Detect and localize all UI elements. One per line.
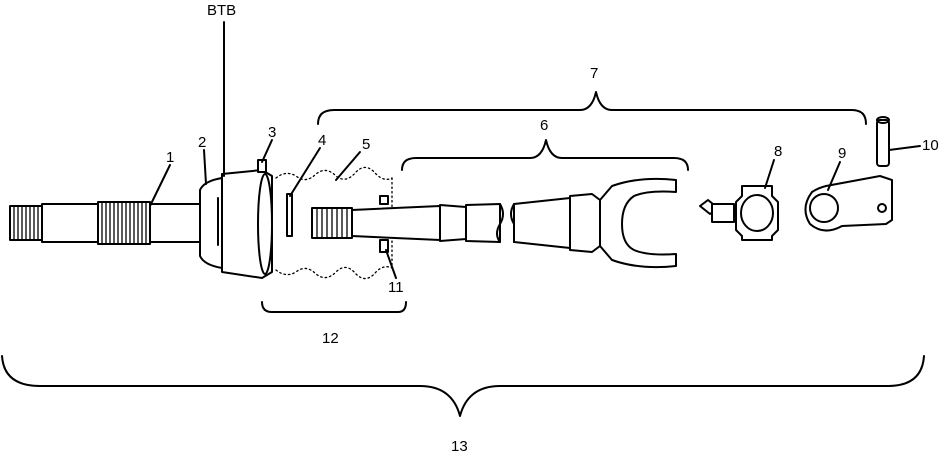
part-8-u-joint — [699, 185, 779, 241]
bracket-7 — [317, 91, 867, 125]
label-9: 9 — [838, 145, 846, 162]
label-10: 10 — [922, 137, 939, 154]
bracket-6 — [401, 139, 689, 171]
label-13: 13 — [451, 438, 468, 455]
part-4-snap-ring — [286, 193, 293, 237]
label-btb: BTB — [207, 2, 236, 19]
label-11: 11 — [388, 279, 404, 296]
label-7: 7 — [590, 65, 598, 82]
bracket-12 — [261, 301, 407, 313]
label-4: 4 — [318, 132, 326, 149]
label-12: 12 — [322, 330, 339, 347]
part-1-cv-shaft — [9, 201, 201, 245]
part-6-driveshaft — [311, 177, 677, 269]
label-2: 2 — [198, 134, 206, 151]
label-3: 3 — [268, 124, 276, 141]
label-6: 6 — [540, 117, 548, 134]
label-1: 1 — [166, 149, 174, 166]
part-10-pin — [876, 116, 890, 167]
part-2-cv-housing — [199, 169, 273, 279]
part-11-clamp — [379, 195, 389, 253]
leader-lines — [149, 21, 921, 279]
part-9-yoke-flange — [804, 175, 893, 232]
label-8: 8 — [774, 143, 782, 160]
label-5: 5 — [362, 136, 370, 153]
bracket-13 — [1, 355, 925, 417]
